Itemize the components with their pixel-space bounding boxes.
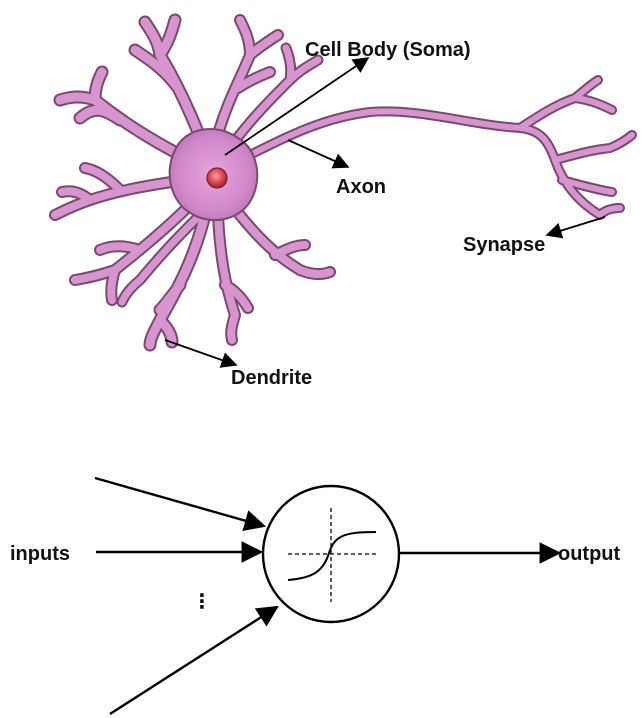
output-label: output — [558, 543, 621, 565]
nucleus — [207, 168, 227, 188]
dendrite-pointer — [165, 340, 236, 365]
axon-pointer — [288, 140, 348, 167]
inputs-label: inputs — [10, 543, 70, 565]
input-arrow-bottom — [110, 607, 277, 714]
ellipsis-label: ⋮ — [192, 591, 212, 613]
synapse-pointer — [547, 217, 605, 235]
artificial-neuron-model — [95, 478, 559, 714]
cell-body-label: Cell Body (Soma) — [305, 39, 471, 61]
input-arrow-top — [95, 478, 264, 526]
synapse-label: Synapse — [463, 234, 545, 256]
dendrite-label: Dendrite — [231, 367, 312, 389]
axon-label: Axon — [336, 176, 386, 198]
